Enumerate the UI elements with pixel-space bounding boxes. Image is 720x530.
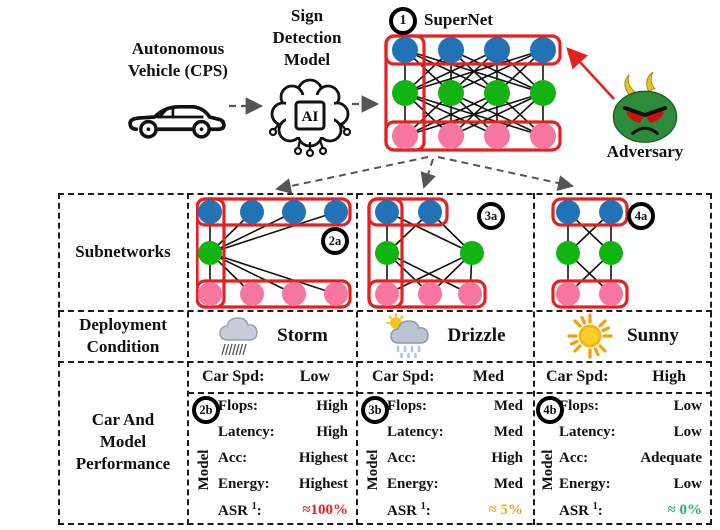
sun-rain-cloud-icon bbox=[386, 312, 430, 358]
badge-2b: 2b bbox=[192, 396, 220, 424]
metric-label: Energy: bbox=[559, 475, 611, 492]
metric-label: Latency: bbox=[559, 423, 616, 440]
subnetwork-storm-diagram bbox=[196, 197, 352, 309]
condition-label: Sunny bbox=[627, 324, 679, 346]
metric-label: Latency: bbox=[218, 423, 275, 440]
car-speed-value: Med bbox=[472, 367, 504, 385]
car-speed-value: Low bbox=[299, 367, 330, 385]
car-speed-row: Car Spd: Low bbox=[196, 363, 348, 390]
metric-value: Med bbox=[493, 423, 523, 440]
autonomous-vehicle-label: Autonomous Vehicle (CPS) bbox=[128, 39, 228, 80]
metric-value: Adequate bbox=[640, 449, 702, 466]
row-header-performance: Car And Model Performance bbox=[75, 410, 171, 473]
badge-2a: 2a bbox=[321, 227, 349, 255]
table-outline bbox=[58, 193, 712, 525]
asr-value: ≈ 0% bbox=[667, 501, 702, 518]
metric-label: Flops: bbox=[218, 397, 259, 414]
condition-storm: Storm bbox=[190, 312, 355, 359]
badge-3b: 3b bbox=[361, 396, 389, 424]
metric-value: Low bbox=[673, 397, 702, 414]
metric-label: Acc: bbox=[218, 449, 248, 466]
metric-value: Highest bbox=[298, 449, 348, 466]
supernet-diagram bbox=[384, 34, 562, 152]
badge-3a: 3a bbox=[477, 202, 505, 230]
arrow-supernet-to-subnet1 bbox=[275, 156, 429, 194]
metric-value: Med bbox=[493, 397, 523, 414]
table-divider bbox=[58, 361, 712, 363]
model-side-label: Model bbox=[365, 449, 381, 491]
badge-4a: 4a bbox=[627, 202, 655, 230]
sun-icon bbox=[567, 312, 613, 359]
condition-sunny: Sunny bbox=[536, 312, 710, 359]
car-icon bbox=[128, 104, 226, 139]
storm-rain-cloud-icon bbox=[219, 316, 258, 355]
metric-label: Latency: bbox=[387, 423, 444, 440]
metric-value: High bbox=[491, 449, 523, 466]
metric-value: High bbox=[316, 423, 348, 440]
car-speed-label: Car Spd: bbox=[202, 367, 265, 385]
sign-detection-model-label: Sign Detection Model bbox=[272, 6, 342, 69]
ai-chip-text: AI bbox=[302, 109, 319, 125]
arrow-supernet-to-subnet3 bbox=[437, 156, 574, 191]
condition-drizzle: Drizzle bbox=[359, 312, 532, 359]
subnetwork-sunny-diagram bbox=[551, 197, 629, 309]
asr-label: ASR 1: bbox=[387, 500, 431, 519]
asr-label: ASR 1: bbox=[218, 500, 262, 519]
condition-label: Storm bbox=[277, 324, 328, 346]
metric-label: Energy: bbox=[218, 475, 270, 492]
metric-value: Low bbox=[673, 423, 702, 440]
asr-value: ≈100% bbox=[302, 501, 348, 518]
table-divider bbox=[188, 392, 712, 394]
metric-value: High bbox=[316, 397, 348, 414]
supernet-label: SuperNet bbox=[424, 10, 493, 29]
row-header-deployment: Deployment Condition bbox=[79, 314, 167, 356]
adversary-icon bbox=[612, 72, 678, 143]
ai-brain-icon: AI bbox=[268, 78, 352, 158]
step-1-badge: 1 bbox=[389, 7, 417, 35]
metric-value: Low bbox=[673, 475, 702, 492]
subnetwork-drizzle-diagram bbox=[367, 197, 487, 309]
table-divider bbox=[58, 310, 712, 312]
car-speed-row: Car Spd: High bbox=[540, 363, 704, 390]
asr-label: ASR 1: bbox=[559, 500, 603, 519]
arrow-supernet-to-subnet2 bbox=[420, 158, 436, 189]
car-speed-row: Car Spd: Med bbox=[366, 363, 522, 390]
metric-value: Highest bbox=[298, 475, 348, 492]
metric-label: Acc: bbox=[559, 449, 589, 466]
metric-label: Flops: bbox=[559, 397, 600, 414]
metric-value: Med bbox=[493, 475, 523, 492]
car-speed-label: Car Spd: bbox=[546, 367, 609, 385]
condition-label: Drizzle bbox=[447, 324, 506, 346]
table-divider bbox=[187, 193, 189, 525]
adversary-label: Adversary bbox=[606, 142, 684, 161]
metric-label: Flops: bbox=[387, 397, 428, 414]
model-metrics-storm: Flops: High Latency: High Acc: Highest Ener… bbox=[218, 393, 352, 523]
row-header-subnetworks: Subnetworks bbox=[75, 241, 171, 261]
metric-label: Energy: bbox=[387, 475, 439, 492]
table-divider bbox=[533, 193, 535, 525]
model-side-label: Model bbox=[196, 449, 212, 491]
metric-label: Acc: bbox=[387, 449, 417, 466]
car-speed-value: High bbox=[652, 367, 686, 385]
model-metrics-drizzle: Flops: Med Latency: Med Acc: High Energy: Me… bbox=[387, 393, 527, 523]
model-side-label: Model bbox=[540, 449, 556, 491]
model-metrics-sunny: Flops: Low Latency: Low Acc: Adequate Energ… bbox=[559, 393, 706, 523]
table-divider bbox=[356, 193, 358, 525]
asr-value: ≈ 5% bbox=[488, 501, 523, 518]
badge-4b: 4b bbox=[536, 396, 564, 424]
car-speed-label: Car Spd: bbox=[372, 367, 435, 385]
